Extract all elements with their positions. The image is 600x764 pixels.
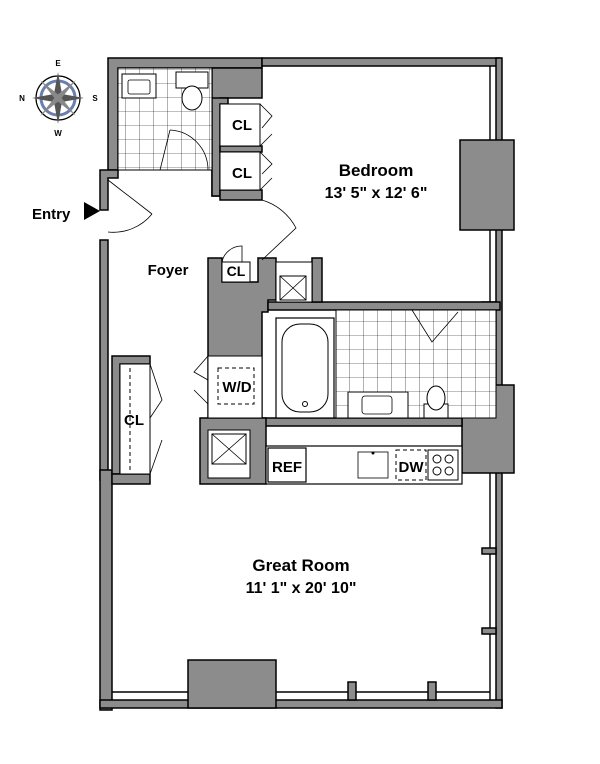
closet-left: CL: [119, 363, 163, 475]
compass-n-label: N: [19, 94, 25, 103]
great-room: Great Room 11' 1" x 20' 10": [246, 556, 357, 597]
kitchen: REF DW: [207, 429, 463, 485]
entry-label: Entry: [32, 206, 71, 223]
foyer-name: Foyer: [148, 262, 189, 279]
washer-dryer: W/D: [193, 355, 263, 419]
bedroom-door: [261, 199, 297, 261]
closet-label-3: CL: [227, 263, 246, 279]
compass-rose-icon: E W N S: [19, 59, 98, 138]
refrigerator-label: REF: [272, 459, 302, 476]
bedroom: Bedroom 13' 5" x 12' 6": [325, 161, 428, 202]
great-room-dims: 11' 1" x 20' 10": [246, 580, 357, 597]
closet-top-1: CL: [219, 103, 273, 147]
closet-foyer: CL: [221, 245, 251, 283]
closet-top-2: CL: [219, 151, 273, 191]
bathroom-1: [117, 67, 213, 171]
closet-label-1: CL: [232, 117, 252, 134]
great-room-name: Great Room: [252, 556, 349, 575]
bathroom-2: [275, 309, 497, 419]
bedroom-name: Bedroom: [339, 161, 414, 180]
shower-stall: [275, 261, 313, 303]
entry-arrow-icon: [84, 202, 100, 220]
closet-label-4: CL: [124, 412, 144, 429]
compass-e-label: E: [55, 59, 61, 68]
washer-dryer-label: W/D: [222, 379, 251, 396]
compass-w-label: W: [54, 129, 62, 138]
closet-label-2: CL: [232, 165, 252, 182]
compass-s-label: S: [92, 94, 98, 103]
entry-marker: Entry: [32, 179, 153, 233]
dishwasher-label: DW: [399, 459, 425, 476]
bedroom-dims: 13' 5" x 12' 6": [325, 185, 428, 202]
